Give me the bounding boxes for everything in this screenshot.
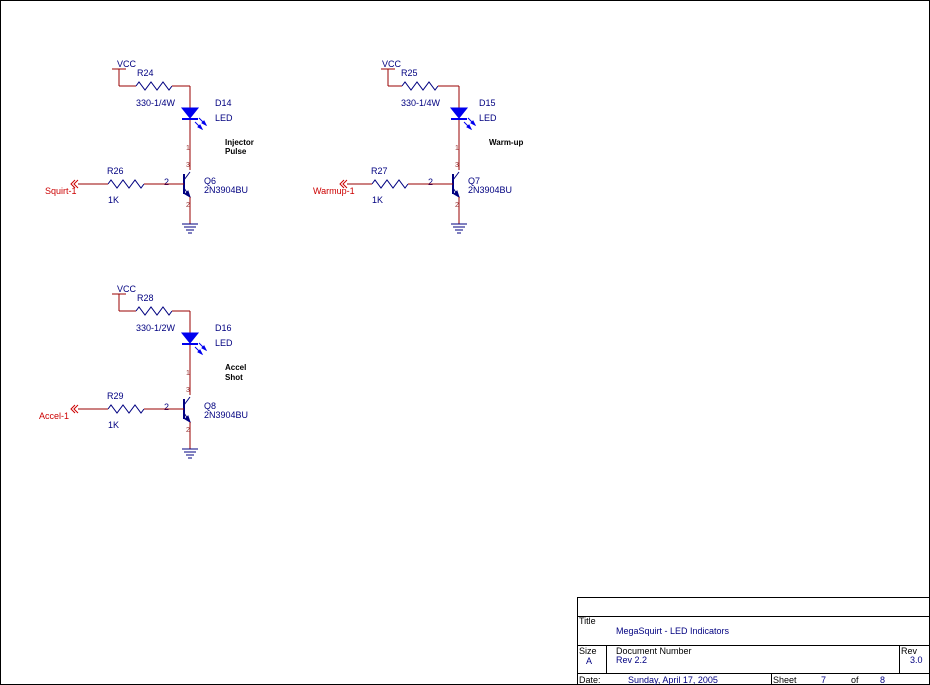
document-number: Rev 2.2 (616, 655, 647, 665)
pin-label: 2 (164, 402, 169, 412)
vcc-label: VCC (117, 284, 137, 294)
transistor-value-label: 2N3904BU (204, 185, 248, 195)
title-block: Title MegaSquirt - LED Indicators Size A… (577, 597, 930, 685)
led-d15 (449, 107, 477, 131)
document-number-label: Document Number (616, 646, 692, 656)
resistor-r26 (107, 179, 145, 189)
document-title: MegaSquirt - LED Indicators (616, 626, 730, 636)
vcc-label: VCC (117, 59, 137, 69)
pin-label: 2 (164, 177, 169, 187)
svg-text:1: 1 (186, 370, 190, 377)
svg-text:2: 2 (186, 427, 190, 434)
note-line-2: Pulse (225, 147, 247, 156)
port-arrow (342, 179, 348, 189)
port-label: Accel-1 (39, 411, 69, 421)
size-label: Size (579, 646, 597, 656)
circuit-injector-pulse: VCC R24 330-1/4W D14 LED 1 3 Injector Pu… (45, 59, 254, 234)
resistor-ref-label: R28 (137, 293, 154, 303)
led-value-label: LED (215, 338, 233, 348)
svg-text:1: 1 (186, 145, 190, 152)
led-d16 (180, 332, 208, 356)
circuit-accel-shot: VCC R28 330-1/2W D16 LED 1 3 Accel Shot … (39, 284, 248, 459)
base-resistor-ref-label: R29 (107, 391, 124, 401)
resistor-value-label: 330-1/4W (136, 98, 176, 108)
title-label: Title (579, 616, 596, 626)
resistor-value-label: 330-1/4W (401, 98, 441, 108)
note-line-1: Warm-up (489, 138, 523, 147)
base-resistor-ref-label: R27 (371, 166, 388, 176)
led-value-label: LED (215, 113, 233, 123)
resistor-r29 (107, 404, 145, 414)
led-value-label: LED (479, 113, 497, 123)
sheet-label: Sheet (773, 675, 797, 685)
note-line-2: Shot (225, 373, 243, 382)
svg-text:3: 3 (186, 387, 190, 394)
size-value: A (586, 656, 592, 666)
transistor-value-label: 2N3904BU (204, 410, 248, 420)
transistor-q8 (183, 396, 191, 424)
sheet-number: 7 (821, 675, 826, 685)
rev-label: Rev (901, 646, 918, 656)
ground-symbol (451, 223, 467, 234)
port-label: Squirt-1 (45, 186, 77, 196)
led-d14 (180, 107, 208, 131)
base-resistor-value-label: 1K (108, 420, 119, 430)
svg-text:1: 1 (455, 145, 459, 152)
svg-text:3: 3 (455, 162, 459, 169)
svg-text:2: 2 (455, 202, 459, 209)
circuit-warm-up: VCC R25 330-1/4W D15 LED 1 3 Warm-up Q7 … (313, 59, 523, 234)
base-resistor-ref-label: R26 (107, 166, 124, 176)
sheet-total: 8 (880, 675, 885, 685)
pin-label: 2 (428, 177, 433, 187)
base-resistor-value-label: 1K (372, 195, 383, 205)
resistor-ref-label: R24 (137, 68, 154, 78)
transistor-value-label: 2N3904BU (468, 185, 512, 195)
led-ref-label: D14 (215, 98, 232, 108)
transistor-ref-label: Q6 (204, 176, 216, 186)
vcc-label: VCC (382, 59, 402, 69)
port-arrow (73, 179, 79, 189)
ground-symbol (182, 448, 198, 459)
resistor-r27 (371, 179, 409, 189)
resistor-r25 (401, 81, 439, 91)
resistor-r24 (135, 81, 173, 91)
resistor-r28 (135, 306, 173, 316)
date-label: Date: (579, 675, 601, 685)
rev-value: 3.0 (910, 655, 923, 665)
led-ref-label: D16 (215, 323, 232, 333)
port-arrow (73, 404, 79, 414)
transistor-q7 (452, 171, 460, 199)
base-resistor-value-label: 1K (108, 195, 119, 205)
note-line-1: Accel (225, 363, 246, 372)
of-label: of (851, 675, 859, 685)
led-ref-label: D15 (479, 98, 496, 108)
svg-text:2: 2 (186, 202, 190, 209)
port-label: Warmup-1 (313, 186, 355, 196)
ground-symbol (182, 223, 198, 234)
date-value: Sunday, April 17, 2005 (628, 675, 718, 685)
transistor-q6 (183, 171, 191, 199)
resistor-value-label: 330-1/2W (136, 323, 176, 333)
transistor-ref-label: Q8 (204, 401, 216, 411)
svg-text:3: 3 (186, 162, 190, 169)
note-line-1: Injector (225, 138, 254, 147)
transistor-ref-label: Q7 (468, 176, 480, 186)
resistor-ref-label: R25 (401, 68, 418, 78)
